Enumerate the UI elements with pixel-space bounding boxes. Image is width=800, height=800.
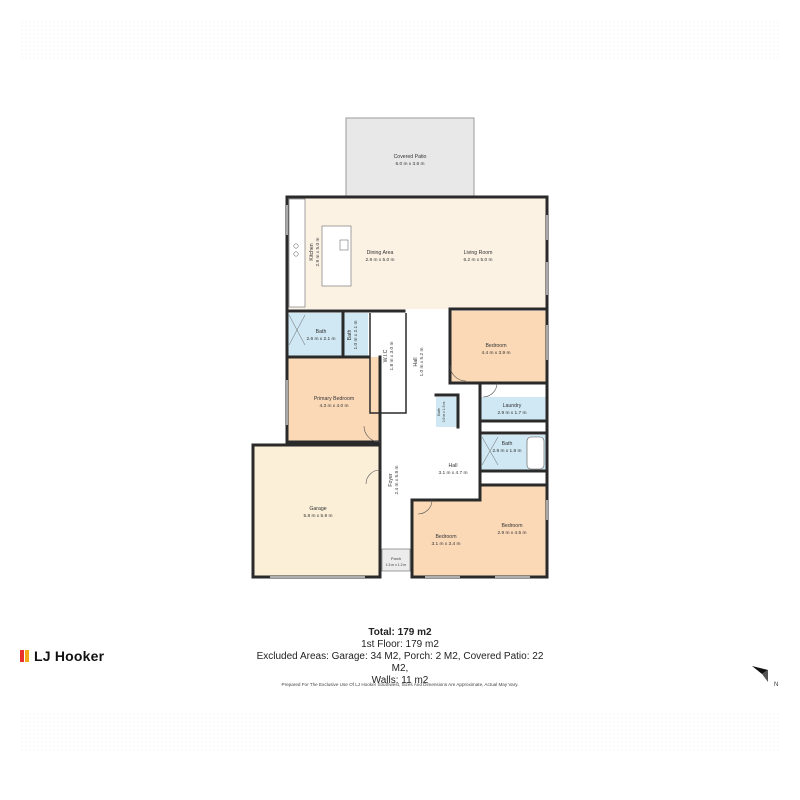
hall-upper-dim: 1.0 m x 5.2 m (419, 347, 425, 376)
dining-dim: 2.9 m x 5.0 m (365, 257, 394, 263)
garage-label: Garage (309, 506, 326, 512)
ensuite-bath-fill (287, 313, 343, 357)
first-floor-area: 1st Floor: 179 m2 (361, 639, 439, 650)
bedroom-ne-dim: 4.4 m x 3.9 m (481, 350, 510, 356)
walls-area: Walls: 11 m2 (371, 675, 429, 686)
excluded-areas: Excluded Areas: Garage: 34 M2, Porch: 2 … (256, 651, 544, 674)
bottom-pattern-band (20, 712, 780, 752)
bath-main-label: Bath (502, 441, 513, 447)
ensuite-bath-dim: 2.6 m x 2.1 m (306, 336, 335, 342)
kitchen-counter (288, 198, 306, 308)
hall-main-dim: 3.1 m x 4.7 m (438, 470, 467, 476)
primary-bedroom-label: Primary Bedroom (314, 396, 354, 402)
door-swings (363, 364, 498, 515)
dining-label: Dining Area (367, 250, 394, 256)
disclaimer-text: Prepared For The Exclusive Use Of LJ Hoo… (281, 682, 519, 687)
primary-bedroom-fill (287, 357, 380, 442)
shower-icon (481, 436, 499, 466)
bedroom-ne-fill (450, 311, 547, 383)
brand-logo: LJ Hooker (20, 648, 104, 664)
bathtub-icon (526, 436, 545, 470)
ensuite-wc-fill (343, 313, 368, 357)
shower-icon (288, 314, 306, 346)
foyer-label: Foyer (388, 473, 394, 487)
wic-label: W.I.C (383, 349, 389, 362)
kitchen-dim: 2.9 m x 5.0 m (315, 237, 321, 266)
covered-patio-dim: 6.0 m x 3.6 m (395, 161, 424, 167)
ensuite-wc-label: Bath (347, 330, 353, 341)
sink-icon (339, 239, 349, 251)
foyer-dim: 2.4 m x 5.9 m (394, 465, 400, 494)
bedroom-s-label: Bedroom (435, 534, 456, 540)
living-dim: 6.2 m x 5.0 m (463, 257, 492, 263)
cooktop-icon (293, 251, 299, 257)
laundry-label: Laundry (503, 403, 522, 409)
bedroom-ne-label: Bedroom (485, 343, 506, 349)
cooktop-icon (293, 243, 299, 249)
kitchen-label: Kitchen (309, 243, 315, 260)
porch-dim: 1.3 m x 1.2 m (386, 563, 407, 567)
top-pattern-band (20, 20, 780, 60)
bedroom-se-label: Bedroom (501, 523, 522, 529)
living-label: Living Room (464, 250, 493, 256)
hall-main-label: Hall (449, 463, 458, 469)
bedroom-s-dim: 3.1 m x 3.4 m (431, 541, 460, 547)
porch-label: Porch (391, 557, 401, 561)
brand-name: LJ Hooker (34, 648, 105, 664)
total-area: Total: 179 m2 (368, 627, 432, 638)
windows (270, 205, 548, 578)
covered-patio-label: Covered Patio (394, 154, 427, 160)
north-arrow-icon: N (752, 666, 778, 688)
bath-main-dim: 2.9 m x 1.8 m (492, 448, 521, 454)
small-wc-label: Bath (437, 408, 441, 415)
wic-dim: 1.8 m x 3.0 m (389, 341, 395, 370)
kitchen-island (321, 225, 352, 287)
hall-upper-label: Hall (413, 358, 419, 367)
porch-fill (381, 548, 411, 572)
area-summary: Total: 179 m2 1st Floor: 179 m2 Excluded… (250, 627, 550, 687)
laundry-dim: 2.9 m x 1.7 m (497, 410, 526, 416)
small-wc-fill (436, 397, 458, 427)
bedroom-se-fill (480, 485, 547, 577)
laundry-fill (480, 397, 547, 421)
bedroom-se-dim: 2.9 m x 4.5 m (497, 530, 526, 536)
garage-dim: 5.8 m x 5.9 m (303, 513, 332, 519)
garage-fill (253, 445, 380, 577)
ensuite-wc-dim: 1.0 m x 2.1 m (353, 320, 359, 349)
primary-bedroom-dim: 4.3 m x 4.0 m (319, 403, 348, 409)
brand-mark-icon (20, 650, 30, 662)
small-wc-dim: 0.9 m x 1.5 m (442, 402, 446, 423)
inner-walls (369, 313, 407, 545)
ensuite-bath-label: Bath (316, 329, 327, 335)
compass-label: N (774, 682, 778, 688)
